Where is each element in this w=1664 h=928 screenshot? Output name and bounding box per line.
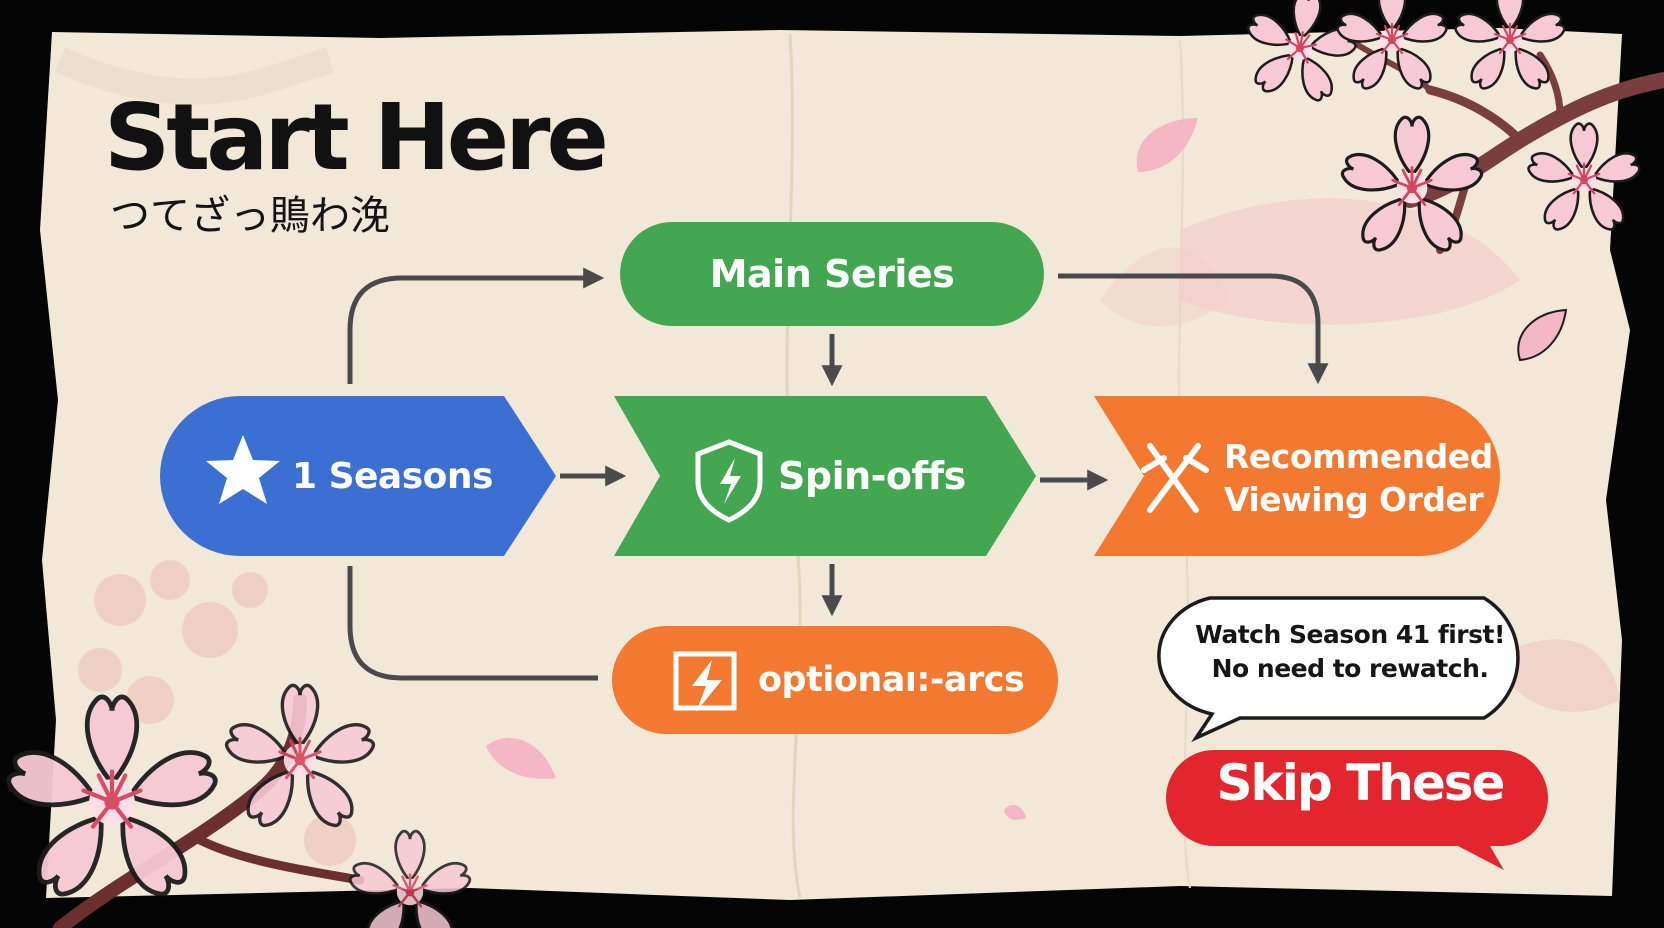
background-petal	[1100, 247, 1230, 327]
petal-icon	[486, 737, 556, 779]
arrow-seasons-to-optional	[347, 566, 598, 681]
paper-stain	[54, 47, 334, 105]
skip-these-label: Skip These	[1216, 754, 1506, 812]
arrow-main-to-recommended	[1058, 273, 1329, 385]
seasons-label: 1 Seasons	[292, 455, 493, 497]
main-series-label: Main Series	[709, 252, 955, 296]
star-icon	[206, 435, 280, 504]
background-blossom-pattern	[78, 560, 356, 866]
crossed-swords-icon	[1141, 443, 1209, 513]
background-petal	[1490, 639, 1620, 712]
recommended-label: Recommended Viewing Order	[1224, 432, 1504, 526]
spin-offs-label: Spin-offs	[778, 454, 966, 498]
recommended-label-line1: Recommended	[1224, 437, 1493, 477]
speech-bubble-text: Watch Season 41 first! No need to rewatc…	[1150, 618, 1550, 686]
optional-arcs-label: optionaı:-arcs	[758, 660, 1025, 700]
recommended-node[interactable]	[1094, 396, 1500, 556]
petal-icon	[1004, 804, 1026, 820]
main-series-node[interactable]	[620, 222, 1044, 326]
petal-icon	[1517, 308, 1568, 362]
skip-these-button[interactable]	[1166, 750, 1548, 870]
lightning-box-icon	[673, 651, 737, 712]
recommended-label-line2: Viewing Order	[1224, 480, 1484, 519]
arrow-seasons-to-main	[347, 267, 605, 384]
petal-icon	[1136, 118, 1198, 172]
speech-bubble	[1157, 596, 1520, 743]
seasons-node[interactable]	[160, 396, 556, 556]
page-title: Start Here	[104, 84, 609, 191]
speech-line-1: Watch Season 41 first!	[1195, 620, 1505, 649]
shield-bolt-icon	[695, 439, 763, 523]
page-subtitle: つてざっ鵙わ浼	[110, 193, 390, 239]
speech-line-2: No need to rewatch.	[1211, 654, 1489, 683]
